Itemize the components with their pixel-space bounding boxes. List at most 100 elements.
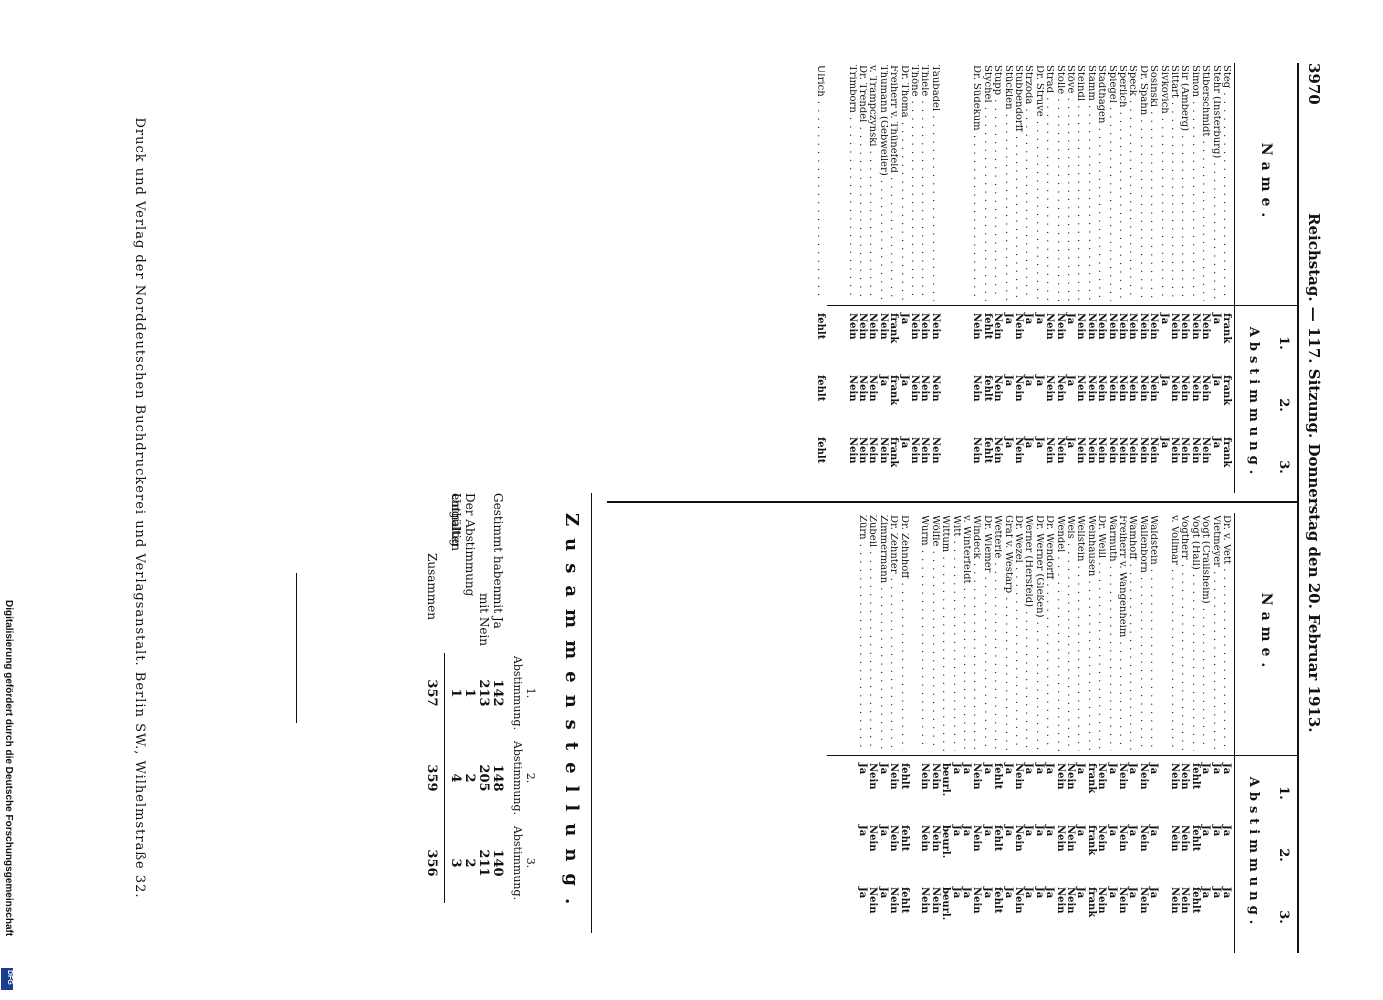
member-name: Dr. Wiemer <box>981 515 992 751</box>
vote-2-value: Nein <box>1085 375 1097 402</box>
table-row: Dr. TrendelNeinNeinNein <box>857 63 868 493</box>
vote-2-header: 2. <box>1276 398 1291 412</box>
right-head-rule <box>1234 513 1235 953</box>
vote-1-value: Ja <box>1127 763 1139 775</box>
vote-3-value: Ja <box>1002 437 1014 449</box>
vote-3-value: Nein <box>909 437 920 464</box>
vote-3-value: Ja <box>1023 887 1035 899</box>
vote-1-value: beurl. <box>940 763 952 797</box>
member-name: Dr. Spahn <box>1137 65 1148 301</box>
vote-1-value: Ja <box>1221 763 1232 775</box>
vote-2-value: Nein <box>992 375 1004 402</box>
vote-3-value: Ja <box>1033 887 1045 899</box>
vote-3-value: Nein <box>857 437 868 464</box>
member-name: Stöve <box>1065 65 1075 301</box>
table-row: ThöneNeinNeinNein <box>909 63 920 493</box>
member-name: Sivkovich <box>1158 65 1169 301</box>
vote-2-value: Ja <box>857 825 868 837</box>
member-name: Vogtherr <box>1179 515 1189 751</box>
vote-2-value: Ja <box>961 825 972 837</box>
vote-3-value: frank <box>888 437 900 468</box>
member-name: Freiherr v. Wangenheim <box>1117 515 1127 751</box>
member-name: Dr. Wendorff <box>1044 515 1054 751</box>
vote-1-value: Nein <box>919 763 931 790</box>
summary-invalid-1: 1 <box>448 688 463 698</box>
summary-total-3: 356 <box>424 849 439 877</box>
vote-2-value: Nein <box>929 375 941 402</box>
vote-1-value: frank <box>888 313 900 344</box>
member-name: Sittart <box>1169 65 1179 301</box>
vote-3-value: Nein <box>1085 437 1097 464</box>
table-row <box>940 63 950 493</box>
vote-2-value: fehlt <box>1189 825 1201 852</box>
vote-1-value: Nein <box>1179 313 1191 340</box>
vote-1-value: Nein <box>1013 763 1024 790</box>
member-name: Stolle <box>1054 65 1065 301</box>
table-row: Wetterléfehltfehltfehlt <box>992 513 1003 943</box>
vote-2-value: Nein <box>1179 375 1191 402</box>
vote-2-value: Nein <box>1096 825 1108 852</box>
member-name: Stamm <box>1085 65 1096 301</box>
vote-2-value: Ja <box>1023 825 1035 837</box>
table-row: StuppNeinNeinNein <box>992 63 1004 493</box>
vote-2-value: fehlt <box>898 825 910 852</box>
table-row: Dr. SpahnNeinNeinNein <box>1137 63 1149 493</box>
vote-3-value: Ja <box>1210 887 1222 899</box>
vote-1-value: Nein <box>971 313 983 340</box>
summary-col-3-header: 3. Abstimmung. <box>511 825 537 901</box>
dfg-logo-text: DFG <box>6 970 13 985</box>
vote-1-value: Ja <box>1106 763 1118 775</box>
vote-3-value: Ja <box>1033 437 1045 449</box>
vote-3-value: Nein <box>971 437 983 464</box>
vote-3-value: Ja <box>877 887 889 899</box>
table-row: TaubadelNeinNeinNein <box>929 63 941 493</box>
summary-label-ja: mit Ja <box>491 593 505 629</box>
vote-3-value: Nein <box>929 887 941 914</box>
table-row: SivkovichJaJaJa <box>1158 63 1170 493</box>
page-number: 3970 <box>1305 63 1323 105</box>
vote-3-value: fehlt <box>898 887 910 914</box>
vote-2-value: frank <box>888 375 900 406</box>
vote-2-value: Nein <box>1179 825 1191 852</box>
table-row: Dr. WezelNeinNeinNein <box>1013 513 1024 943</box>
table-row <box>961 63 971 493</box>
vote-2-value: fehlt <box>815 375 827 402</box>
vote-2-value: Ja <box>1127 825 1139 837</box>
table-row: StadthagenNeinNeinNein <box>1096 63 1107 493</box>
vote-3-value: Nein <box>867 437 879 464</box>
vote-3-value: Nein <box>1096 887 1108 914</box>
table-row: Dr. v. VettJaJaJa <box>1221 513 1232 943</box>
vote-3-value: Nein <box>1117 437 1128 464</box>
summary-abstain-2: 2 <box>462 773 477 783</box>
vote-2-value: Ja <box>1033 375 1045 387</box>
summary-label-invalid: Ungültig <box>449 493 463 547</box>
vote-1-value: Ja <box>1200 763 1212 775</box>
table-row: v. WinterfeldtJaJaJa <box>961 513 972 943</box>
vote-2-value: Ja <box>898 375 910 387</box>
vote-3-value: Ja <box>1148 887 1160 899</box>
vote-2-value: Ja <box>1075 825 1087 837</box>
vote-3-value: Ja <box>981 887 993 899</box>
vote-1-value: Nein <box>1169 313 1180 340</box>
table-row: WölfleNeinNeinNein <box>929 513 941 943</box>
summary-abstain-1: 1 <box>462 688 477 698</box>
vote-1-value: Nein <box>1075 313 1087 340</box>
member-name: Wittum <box>940 515 950 751</box>
page-title: Reichstag. — 117. Sitzung. Donnerstag de… <box>1305 213 1323 733</box>
summary-ja-3: 140 <box>490 849 505 877</box>
vote-3-value: fehlt <box>992 887 1004 914</box>
vote-3-value: Nein <box>877 437 889 464</box>
vote-2-value: Ja <box>1033 825 1045 837</box>
vote-3-value: beurl. <box>940 887 952 921</box>
vote-2-value: Nein <box>909 375 920 402</box>
member-name: Strad <box>1044 65 1054 301</box>
vote-1-value: Ja <box>1210 313 1222 325</box>
printer-footer: Druck und Verlag der Norddeutschen Buchd… <box>132 117 147 899</box>
vote-1-value: Nein <box>1054 313 1066 340</box>
vote-2-value: Nein <box>1189 375 1201 402</box>
vote-1-value: Nein <box>1085 313 1097 340</box>
vote-3-value: Nein <box>1169 887 1180 914</box>
table-row: ZimmermannJaJaJa <box>877 513 889 943</box>
